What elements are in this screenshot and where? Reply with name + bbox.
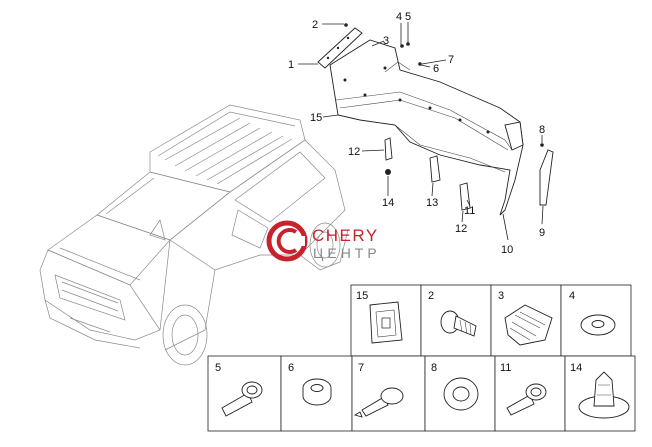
callout-4: 4 — [396, 11, 402, 23]
grid-label-3: 3 — [498, 290, 504, 302]
vehicle-outline — [39, 104, 349, 366]
grid-cell-6: 6 — [280, 355, 353, 432]
grid-label-14: 14 — [570, 362, 582, 374]
grid-label-4: 4 — [569, 290, 575, 302]
grid-label-2: 2 — [428, 290, 434, 302]
callout-7: 7 — [448, 54, 454, 66]
leader-lines — [298, 22, 544, 241]
grid-cell-2: 2 — [420, 284, 492, 357]
callout-12b: 12 — [455, 223, 467, 235]
logo-brand-text: CHERY — [312, 226, 379, 245]
grid-label-5: 5 — [215, 362, 221, 374]
callout-8: 8 — [539, 124, 545, 136]
callout-6: 6 — [433, 63, 439, 75]
callout-labels: 1 2 3 4 5 6 7 8 9 10 11 12 12 13 14 15 — [288, 11, 545, 256]
grid-label-15: 15 — [356, 290, 368, 302]
callout-2: 2 — [312, 19, 318, 31]
grid-label-6: 6 — [288, 362, 294, 374]
grid-cell-7: 7 — [351, 355, 426, 432]
logo-subtitle-text: ЦЕНТР — [313, 245, 381, 261]
grid-cell-3: 3 — [490, 284, 562, 357]
callout-9: 9 — [539, 227, 545, 239]
grid-label-7: 7 — [358, 362, 364, 374]
grid-cell-11: 11 — [494, 355, 566, 432]
rear-bumper-assembly — [317, 23, 554, 216]
callout-14: 14 — [382, 197, 394, 209]
grid-label-8: 8 — [431, 362, 437, 374]
grid-cell-14: 14 — [564, 355, 636, 432]
callout-3: 3 — [383, 35, 389, 47]
grid-cell-4: 4 — [560, 284, 632, 357]
callout-12a: 12 — [348, 146, 360, 158]
callout-15: 15 — [310, 112, 322, 124]
callout-10: 10 — [501, 244, 513, 256]
callout-5: 5 — [405, 11, 411, 23]
callout-1: 1 — [288, 59, 294, 71]
callout-13: 13 — [426, 197, 438, 209]
grid-label-11: 11 — [500, 362, 511, 374]
parts-grid: 15 2 3 4 5 — [207, 284, 636, 432]
chery-centr-logo: CHERY ЦЕНТР — [266, 220, 381, 262]
grid-cell-15: 15 — [350, 284, 422, 357]
grid-cell-5: 5 — [207, 355, 282, 432]
grid-cell-8: 8 — [424, 355, 496, 432]
callout-11: 11 — [464, 205, 475, 217]
